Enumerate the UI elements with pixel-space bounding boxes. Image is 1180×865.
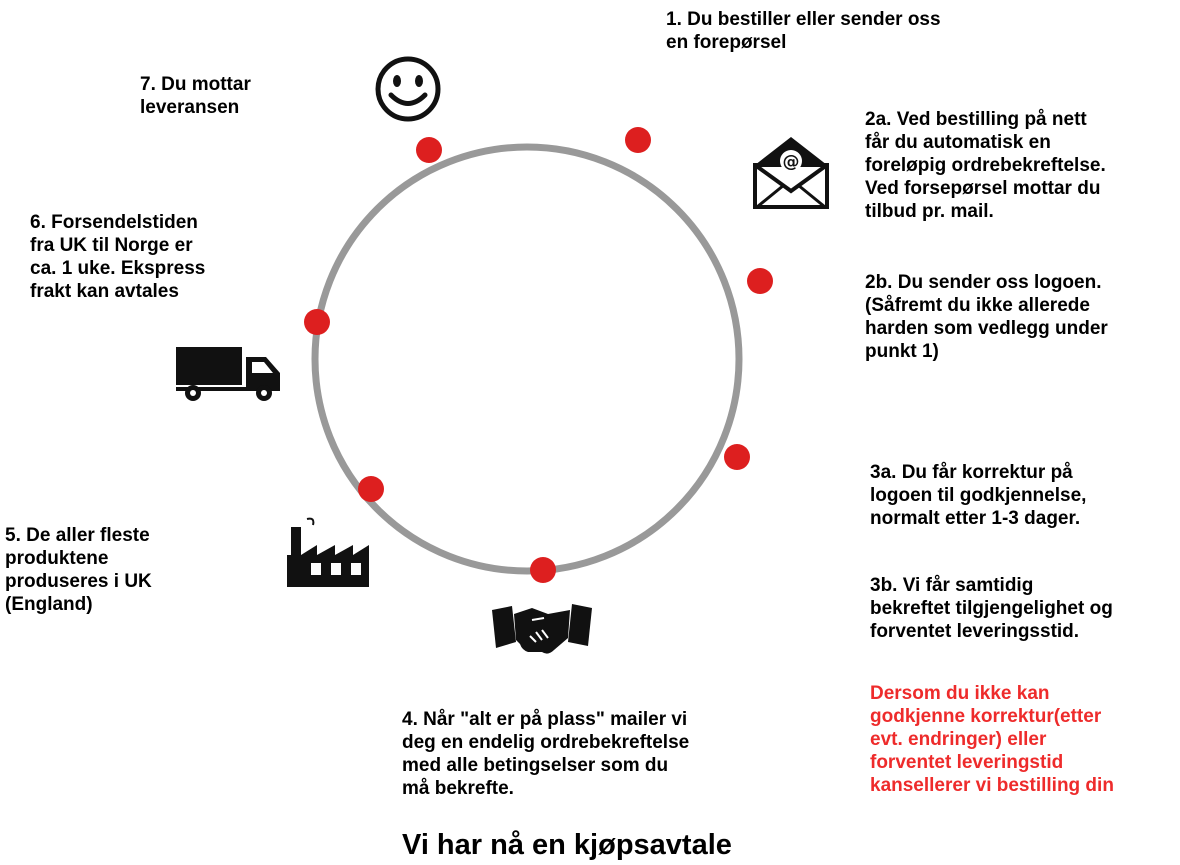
step-2a-line: får du automatisk en [865,132,1051,153]
step-4-line: deg en endelig ordrebekreftelse [402,732,690,753]
step-2a-line: foreløpig ordrebekreftelse. [865,155,1106,176]
factory-icon [287,517,369,587]
step-1-line: en forepørsel [666,32,787,53]
note-line: forventet leveringstid [870,752,1064,773]
node-step-5 [358,476,384,502]
step-1-line: 1. Du bestiller eller sender oss [666,9,941,30]
step-2b-text: 2b. Du sender oss logoen. (Såfremt du ik… [865,271,1108,363]
step-3a-line: normalt etter 1-3 dager. [870,508,1081,529]
truck-icon [176,347,280,401]
step-3b-line: forventet leveringsstid. [870,621,1080,642]
smiley-icon [375,56,441,122]
step-2a-line: 2a. Ved bestilling på nett [865,109,1087,130]
step-1-text: 1. Du bestiller eller sender oss en fore… [666,8,941,54]
note-line: kansellerer vi bestilling din [870,775,1114,796]
note-line: godkjenne korrektur(etter [870,706,1102,727]
agreement-summary: Vi har nå en kjøpsavtale [402,829,732,861]
step-6-line: 6. Forsendelstiden [30,212,198,233]
step-5-line: produseres i UK [5,571,152,592]
step-6-line: ca. 1 uke. Ekspress [30,258,206,279]
step-2b-line: harden som vedlegg under [865,318,1108,339]
cancellation-note: Dersom du ikke kan godkjenne korrektur(e… [870,682,1114,797]
note-line: Dersom du ikke kan [870,683,1050,704]
step-3b-line: 3b. Vi får samtidig [870,575,1034,596]
step-6-text: 6. Forsendelstiden fra UK til Norge er c… [30,211,205,303]
node-step-1 [625,127,651,153]
envelope-at-icon: @ [753,137,829,209]
step-6-line: frakt kan avtales [30,281,179,302]
handshake-icon [492,604,592,654]
step-5-line: (England) [5,594,93,615]
step-2a-text: 2a. Ved bestilling på nett får du automa… [865,108,1106,223]
step-2b-line: 2b. Du sender oss logoen. [865,272,1102,293]
node-step-2 [747,268,773,294]
step-2a-line: tilbud pr. mail. [865,201,994,222]
step-6-line: fra UK til Norge er [30,235,193,256]
step-7-line: 7. Du mottar [140,74,251,95]
step-4-text: 4. Når "alt er på plass" mailer vi deg e… [402,708,689,800]
cycle-circle [311,143,743,575]
step-3a-line: 3a. Du får korrektur på [870,462,1073,483]
step-7-line: leveransen [140,97,240,118]
step-3a-line: logoen til godkjennelse, [870,485,1087,506]
step-7-text: 7. Du mottar leveransen [140,73,251,119]
node-step-6 [304,309,330,335]
svg-text:@: @ [783,152,800,172]
step-2b-line: (Såfremt du ikke allerede [865,295,1090,316]
step-2a-line: Ved forsepørsel mottar du [865,178,1101,199]
step-4-line: med alle betingselser som du [402,755,669,776]
node-step-3 [724,444,750,470]
note-line: evt. endringer) eller [870,729,1047,750]
step-5-line: 5. De aller fleste [5,525,150,546]
step-4-line: må bekrefte. [402,778,514,799]
step-3b-text: 3b. Vi får samtidig bekreftet tilgjengel… [870,574,1113,643]
node-step-7 [416,137,442,163]
step-5-text: 5. De aller fleste produktene produseres… [5,524,152,616]
step-4-line: 4. Når "alt er på plass" mailer vi [402,709,688,730]
step-2b-line: punkt 1) [865,341,939,362]
node-step-4 [530,557,556,583]
step-5-line: produktene [5,548,109,569]
step-3b-line: bekreftet tilgjengelighet og [870,598,1113,619]
step-3a-text: 3a. Du får korrektur på logoen til godkj… [870,461,1086,530]
